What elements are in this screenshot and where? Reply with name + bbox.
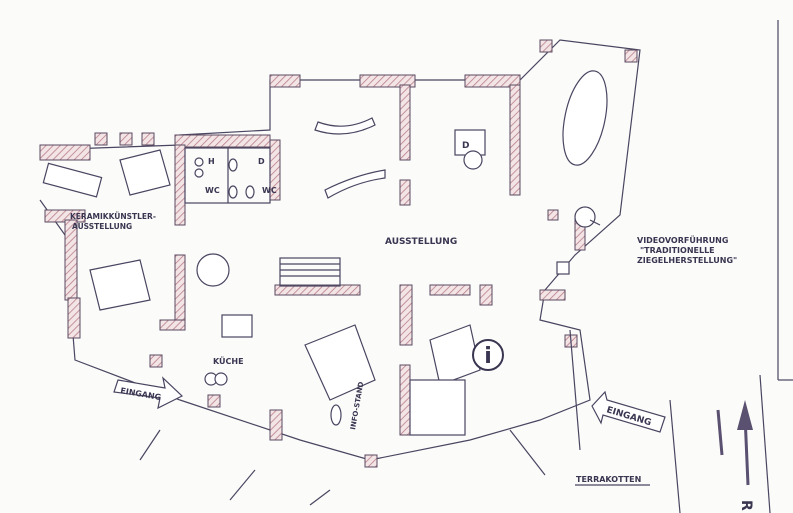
label-wc-h: H [208, 157, 215, 166]
label-video-1: VIDEOVORFÜHRUNG [637, 235, 728, 245]
label-wc-d: D [258, 157, 265, 166]
label-d-room: D [462, 141, 469, 151]
label-terrakotten: TERRAKOTTEN [576, 475, 641, 484]
entrance-arrow-west: EINGANG [113, 376, 184, 410]
label-keramik-2: AUSSTELLUNG [72, 222, 132, 231]
label-ausstellung: AUSSTELLUNG [385, 237, 457, 247]
label-video-3: ZIEGELHERSTELLUNG" [637, 256, 737, 265]
info-point-icon: i [472, 339, 504, 371]
north-arrow-icon: R [716, 400, 754, 511]
svg-text:R: R [738, 500, 754, 511]
label-keramik: KERAMIKKÜNSTLER- [70, 212, 156, 221]
entrance-arrow-east: EINGANG [591, 390, 666, 433]
label-kueche: KÜCHE [213, 356, 244, 366]
site-lines [139, 219, 771, 513]
label-video-2: "TRADITIONELLE [640, 246, 715, 255]
walls [39, 39, 641, 468]
furniture [42, 70, 608, 436]
label-wc-1: WC [205, 186, 220, 195]
label-wc-2: WC [262, 186, 277, 195]
svg-text:i: i [484, 344, 492, 369]
wc-block [184, 147, 271, 204]
